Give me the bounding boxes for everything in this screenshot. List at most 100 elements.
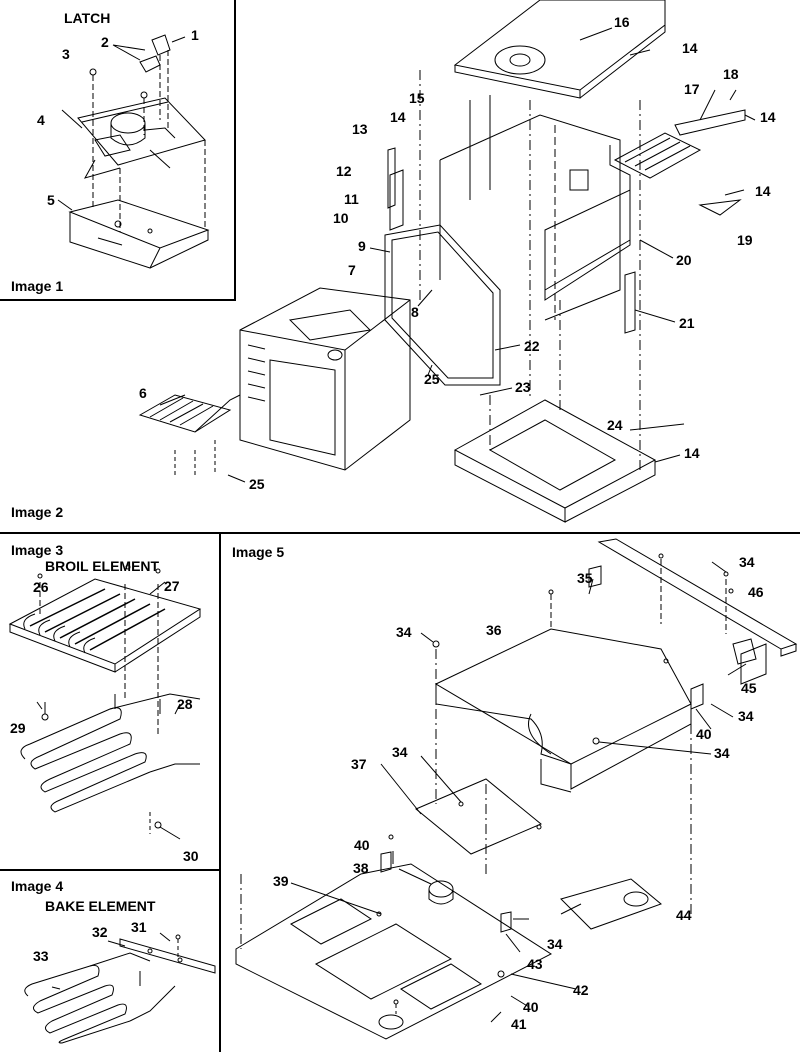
bake-element-drawing [0, 871, 219, 1052]
top-panel [455, 0, 665, 90]
callout-40a: 40 [696, 726, 712, 742]
callout-4: 4 [37, 112, 45, 128]
latch-title: LATCH [64, 10, 111, 26]
callout-16: 16 [614, 14, 630, 30]
panel-label-image5: Image 5 [232, 544, 285, 560]
side-rack [615, 133, 700, 178]
panel-label-image3: Image 3 [11, 542, 64, 558]
base-plate [236, 864, 551, 1039]
broil-element-coil [21, 708, 150, 812]
callout-34b: 34 [396, 624, 412, 640]
panel-image2: Image 2 [0, 0, 800, 532]
callout-44: 44 [676, 907, 692, 923]
callout-2: 2 [101, 34, 109, 50]
callout-40c: 40 [523, 999, 539, 1015]
callout-11: 11 [344, 191, 359, 207]
insulation-plate [561, 879, 661, 929]
broil-pan-rack [140, 395, 230, 432]
image1-border-bottom [0, 299, 236, 301]
rail [599, 539, 796, 649]
panel-image3: Image 3 BROIL ELEMENT 26 27 28 29 30 [0, 534, 219, 869]
callout-28: 28 [177, 696, 193, 712]
duct-shield [436, 629, 691, 764]
callout-26: 26 [33, 579, 49, 595]
callout-14a: 14 [682, 40, 698, 56]
front-frame [385, 225, 500, 385]
callout-14e: 14 [684, 445, 700, 461]
bake-element-coil [25, 965, 130, 1043]
motor-bracket [733, 639, 756, 664]
callout-3: 3 [62, 46, 70, 62]
panel-image1: LATCH Image 1 1 2 3 [0, 0, 234, 299]
oven-liner [240, 288, 410, 470]
callout-39: 39 [273, 873, 289, 889]
callout-25b: 25 [249, 476, 265, 492]
callout-40b: 40 [354, 837, 370, 853]
callout-17: 17 [684, 81, 700, 97]
callout-37: 37 [351, 756, 367, 772]
callout-15: 15 [409, 90, 425, 106]
upper-assembly-drawing [221, 534, 800, 1052]
callout-31: 31 [131, 919, 147, 935]
callout-27: 27 [164, 578, 180, 594]
broil-element-drawing [0, 534, 219, 869]
callout-23: 23 [515, 379, 531, 395]
callout-25a: 25 [424, 371, 440, 387]
callout-14c: 14 [760, 109, 776, 125]
callout-36: 36 [486, 622, 502, 638]
callout-34d: 34 [392, 744, 408, 760]
latch-assembly-drawing [0, 0, 234, 299]
bracket-19 [700, 200, 740, 215]
callout-45: 45 [741, 680, 757, 696]
callout-5: 5 [47, 192, 55, 208]
callout-46: 46 [748, 584, 764, 600]
callout-14b: 14 [390, 109, 406, 125]
callout-1: 1 [191, 27, 199, 43]
callout-10: 10 [333, 210, 349, 226]
broil-element-title: BROIL ELEMENT [45, 558, 160, 574]
callout-35: 35 [577, 570, 593, 586]
oven-cavity-drawing [0, 0, 800, 532]
image3-border-bottom [0, 869, 220, 871]
panel-image5: Image 5 [221, 534, 800, 1052]
callout-34f: 34 [547, 936, 563, 952]
callout-20: 20 [676, 252, 692, 268]
callout-13: 13 [352, 121, 368, 137]
bottom-panel [455, 400, 655, 508]
callout-42: 42 [573, 982, 589, 998]
latch-switch [152, 35, 170, 55]
callout-41: 41 [511, 1016, 527, 1032]
callout-43: 43 [527, 956, 543, 972]
panel-label-image2: Image 2 [11, 504, 64, 520]
cover-plate [416, 779, 541, 854]
callout-34e: 34 [714, 745, 730, 761]
callout-34a: 34 [739, 554, 755, 570]
callout-9: 9 [358, 238, 366, 254]
side-panel [545, 190, 630, 300]
oven-wrapper [440, 115, 620, 320]
bake-element-title: BAKE ELEMENT [45, 898, 156, 914]
left-column-divider [219, 533, 221, 1052]
callout-29: 29 [10, 720, 26, 736]
callout-14d: 14 [755, 183, 771, 199]
callout-8: 8 [411, 304, 419, 320]
image1-border-right [234, 0, 236, 300]
callout-7: 7 [348, 262, 356, 278]
callout-21: 21 [679, 315, 695, 331]
callout-30: 30 [183, 848, 199, 864]
callout-24: 24 [607, 417, 623, 433]
callout-34c: 34 [738, 708, 754, 724]
callout-12: 12 [336, 163, 352, 179]
callout-32: 32 [92, 924, 108, 940]
callout-33: 33 [33, 948, 49, 964]
callout-18: 18 [723, 66, 739, 82]
callout-38: 38 [353, 860, 369, 876]
panel-label-image4: Image 4 [11, 878, 64, 894]
image2-border-bottom [0, 532, 800, 534]
panel-label-image1: Image 1 [11, 278, 64, 294]
callout-19: 19 [737, 232, 753, 248]
panel-image4: Image 4 BAKE ELEMENT 31 32 33 [0, 871, 219, 1052]
callout-22: 22 [524, 338, 540, 354]
callout-6: 6 [139, 385, 147, 401]
bake-element-bracket [120, 939, 215, 973]
